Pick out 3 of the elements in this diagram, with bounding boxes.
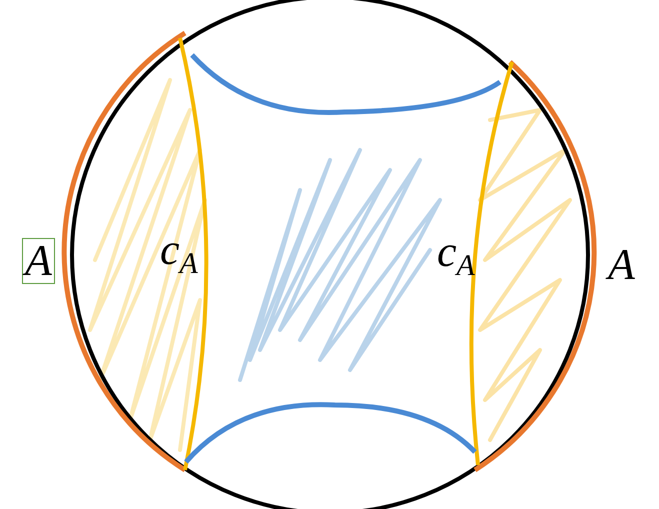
region-label: A xyxy=(608,243,635,287)
region-label: A xyxy=(22,238,55,284)
region-label: c$_{A}$ xyxy=(160,228,198,279)
